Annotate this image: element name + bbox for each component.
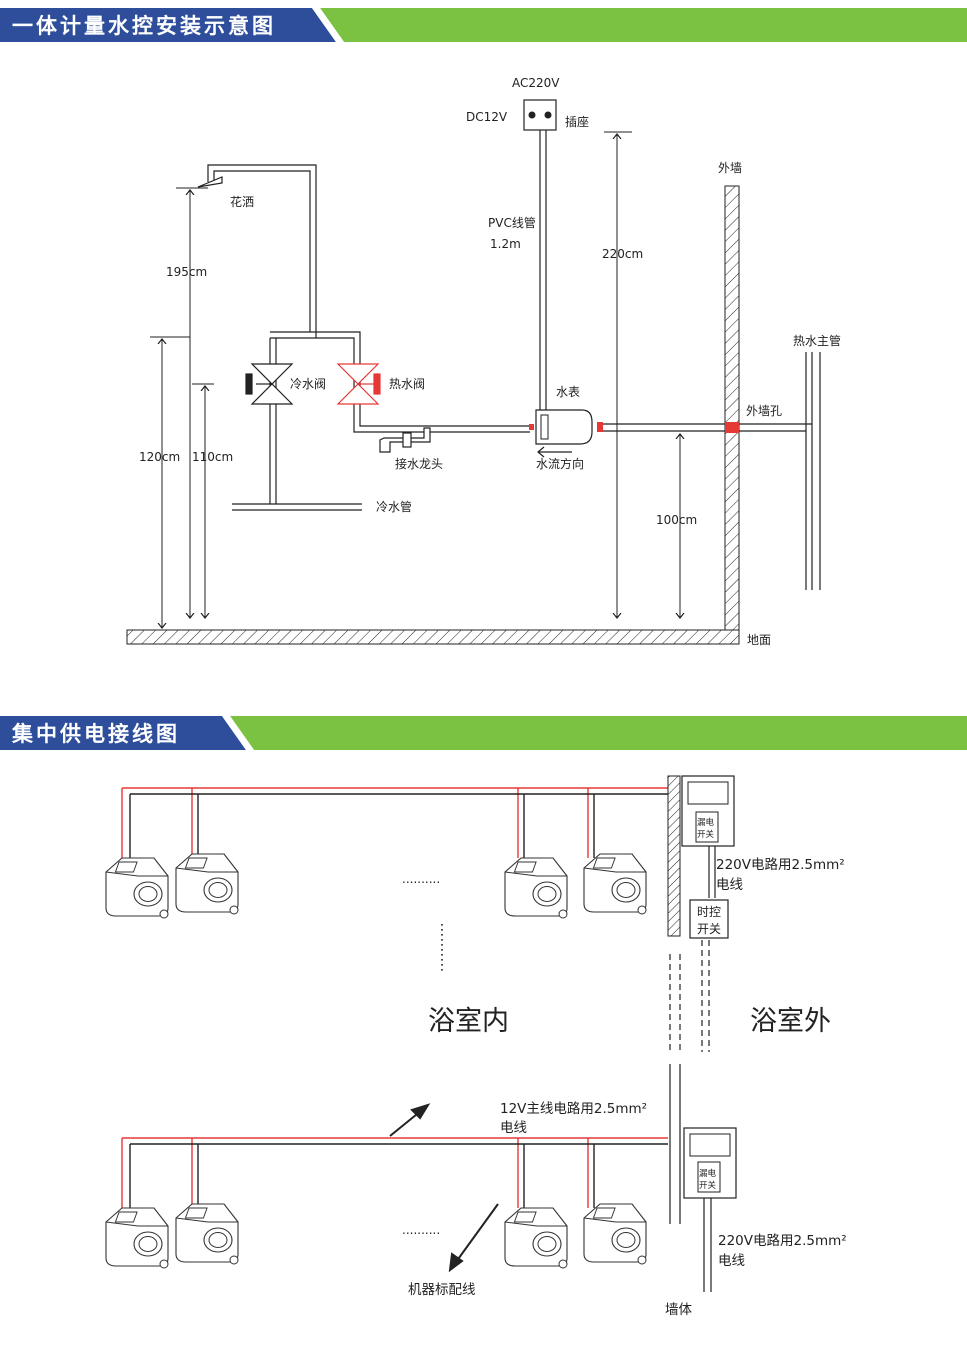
label-h-110: 110cm bbox=[192, 450, 233, 464]
ground-hatch bbox=[126, 629, 740, 645]
hot-main-pipe bbox=[603, 352, 821, 590]
wall-hole-marker bbox=[725, 422, 739, 433]
cold-valve-icon bbox=[245, 363, 294, 405]
label-hot-main: 热水主管 bbox=[793, 333, 841, 348]
label-wall: 墙体 bbox=[665, 1302, 693, 1318]
label-timer-switch: 时控 bbox=[697, 905, 721, 919]
section2-title: 集中供电接线图 bbox=[12, 722, 180, 746]
label-h-220: 220cm bbox=[602, 247, 643, 261]
shower-pipe bbox=[197, 164, 317, 338]
label-leak-switch-2: 开关 bbox=[697, 829, 715, 840]
faucet-icon bbox=[379, 427, 431, 453]
dim-195 bbox=[176, 187, 208, 618]
banner-shape bbox=[0, 8, 967, 42]
label-pvc-length: 1.2m bbox=[490, 237, 521, 251]
section1-banner: 一体计量水控安装示意图 bbox=[0, 8, 967, 44]
wall-gap-dashes bbox=[669, 940, 710, 1052]
label-leak-switch: 漏电 bbox=[697, 817, 715, 828]
label-ac220v: AC220V bbox=[512, 76, 560, 90]
label-dc12v: DC12V bbox=[466, 110, 508, 124]
label-outer-wall: 外墙 bbox=[718, 161, 742, 175]
label-h-100: 100cm bbox=[656, 513, 697, 527]
meter-icon bbox=[504, 857, 568, 919]
label-ground: 地面 bbox=[747, 633, 771, 647]
label-wall-hole: 外墙孔 bbox=[746, 404, 782, 418]
label-water-meter: 水表 bbox=[556, 385, 580, 399]
label-12v-wire-2: 电线 bbox=[500, 1120, 527, 1136]
leakage-switch-bottom bbox=[683, 1127, 737, 1199]
wall-segment-bottom bbox=[669, 1064, 681, 1224]
meter-icon bbox=[504, 1207, 568, 1269]
wiring-diagram: 漏电 开关 220V电路用2.5mm² 电线 时控 开关 .......... … bbox=[105, 775, 847, 1318]
label-dots-top: .......... bbox=[402, 872, 440, 886]
label-outside: 浴室外 bbox=[750, 1006, 831, 1037]
label-220v-wire-top: 220V电路用2.5mm² bbox=[716, 857, 845, 873]
label-hot-valve: 热水阀 bbox=[389, 377, 425, 391]
top-bus-wires bbox=[121, 787, 668, 858]
label-dots-bottom: .......... bbox=[402, 1223, 440, 1237]
label-machine-cable: 机器标配线 bbox=[408, 1282, 476, 1298]
meter-icon bbox=[583, 1203, 647, 1265]
section1-title: 一体计量水控安装示意图 bbox=[12, 14, 276, 38]
meter-icon bbox=[105, 857, 169, 919]
meter-icon bbox=[105, 1207, 169, 1269]
arrow-machine-cable bbox=[448, 1203, 499, 1273]
label-220v-wire-bottom-2: 电线 bbox=[718, 1253, 745, 1269]
label-cold-pipe: 冷水管 bbox=[376, 499, 412, 514]
meter-icon bbox=[175, 853, 239, 915]
label-faucet: 接水龙头 bbox=[395, 456, 443, 471]
wall-segment-top bbox=[667, 775, 681, 937]
timer-switch bbox=[689, 899, 729, 939]
label-cold-valve: 冷水阀 bbox=[290, 377, 326, 391]
meter-icon bbox=[175, 1203, 239, 1265]
flow-direction-arrow bbox=[537, 446, 572, 458]
label-220v-wire-top-2: 电线 bbox=[716, 877, 743, 893]
label-inside: 浴室内 bbox=[428, 1006, 509, 1037]
label-socket: 插座 bbox=[565, 114, 589, 129]
dim-220 bbox=[604, 131, 632, 618]
label-h-195: 195cm bbox=[166, 265, 207, 279]
label-pvc-pipe: PVC线管 bbox=[488, 215, 536, 230]
cold-pipe bbox=[232, 503, 362, 511]
label-flow-direction: 水流方向 bbox=[536, 456, 584, 471]
label-h-120: 120cm bbox=[139, 450, 180, 464]
label-leak-switch-b: 漏电 bbox=[699, 1168, 717, 1179]
bottom-bus-wires bbox=[121, 1137, 668, 1208]
outer-wall-hatch bbox=[724, 185, 740, 631]
label-leak-switch-b-2: 开关 bbox=[699, 1180, 717, 1191]
section2-banner: 集中供电接线图 bbox=[0, 716, 967, 752]
meter-icon bbox=[583, 853, 647, 915]
label-12v-wire: 12V主线电路用2.5mm² bbox=[500, 1101, 647, 1117]
socket-box bbox=[523, 99, 557, 131]
arrow-12v-wire bbox=[389, 1103, 431, 1137]
hot-valve-icon bbox=[336, 363, 381, 405]
label-timer-switch-2: 开关 bbox=[697, 922, 721, 936]
water-meter-icon bbox=[529, 409, 603, 445]
mixing-riser bbox=[269, 331, 530, 504]
leakage-switch-top bbox=[681, 775, 735, 847]
installation-diagram: AC220V DC12V 插座 外墙 花洒 PVC线管 1.2m 220cm 1… bbox=[126, 76, 841, 647]
dim-110 bbox=[192, 383, 214, 618]
label-220v-wire-bottom: 220V电路用2.5mm² bbox=[718, 1233, 847, 1249]
label-shower: 花洒 bbox=[230, 194, 254, 209]
dim-120 bbox=[150, 336, 190, 628]
banner-shape bbox=[0, 716, 967, 750]
